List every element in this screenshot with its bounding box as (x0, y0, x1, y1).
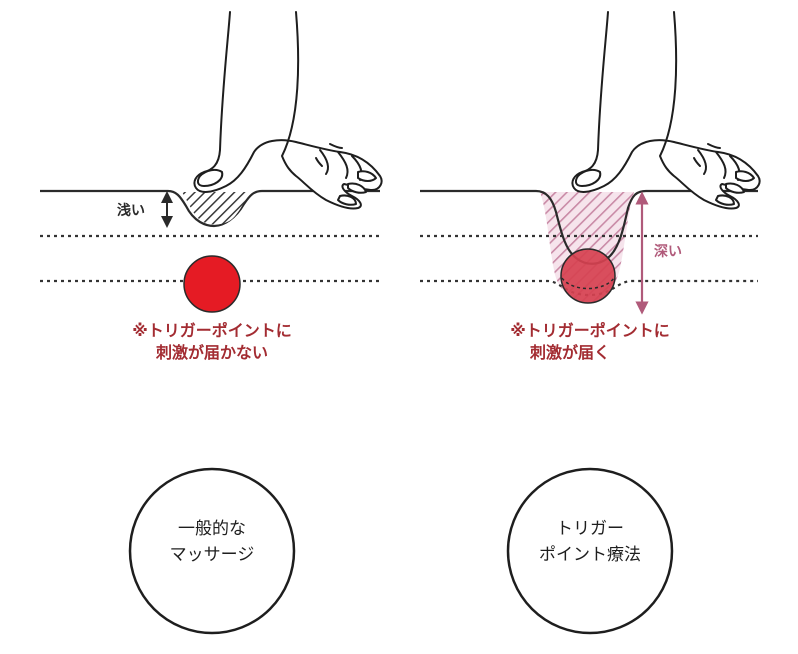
trigger-point-right (560, 248, 616, 304)
trigger-point-therapy-label-line2: ポイント療法 (539, 545, 641, 565)
hand-right-illustration (571, 11, 761, 210)
trigger-point-left (183, 255, 241, 313)
right-panel: 深い ※トリガーポイントに 刺激が届く トリガー ポイント療法 (420, 11, 761, 635)
left-note-line1: ※トリガーポイントに (132, 321, 292, 340)
hand-left-illustration (193, 11, 383, 210)
skin-surface-left (40, 189, 380, 228)
general-massage-label-line2: マッサージ (170, 545, 255, 565)
trigger-point-therapy-label-line1: トリガー (556, 519, 624, 539)
right-note-line2: 刺激が届く (529, 343, 610, 362)
left-note-line2: 刺激が届かない (155, 343, 268, 362)
general-massage-label-line1: 一般的な (178, 519, 246, 539)
shallow-pressure-area (182, 192, 250, 225)
deep-depth-label: 深い (654, 243, 682, 260)
shallow-depth-label: 浅い (117, 202, 145, 219)
trigger-point-therapy-circle (506, 467, 674, 635)
general-massage-circle (128, 467, 296, 635)
left-panel: 浅い ※トリガーポイントに 刺激が届かない 一 (40, 11, 383, 635)
right-note-line1: ※トリガーポイントに (510, 321, 670, 340)
